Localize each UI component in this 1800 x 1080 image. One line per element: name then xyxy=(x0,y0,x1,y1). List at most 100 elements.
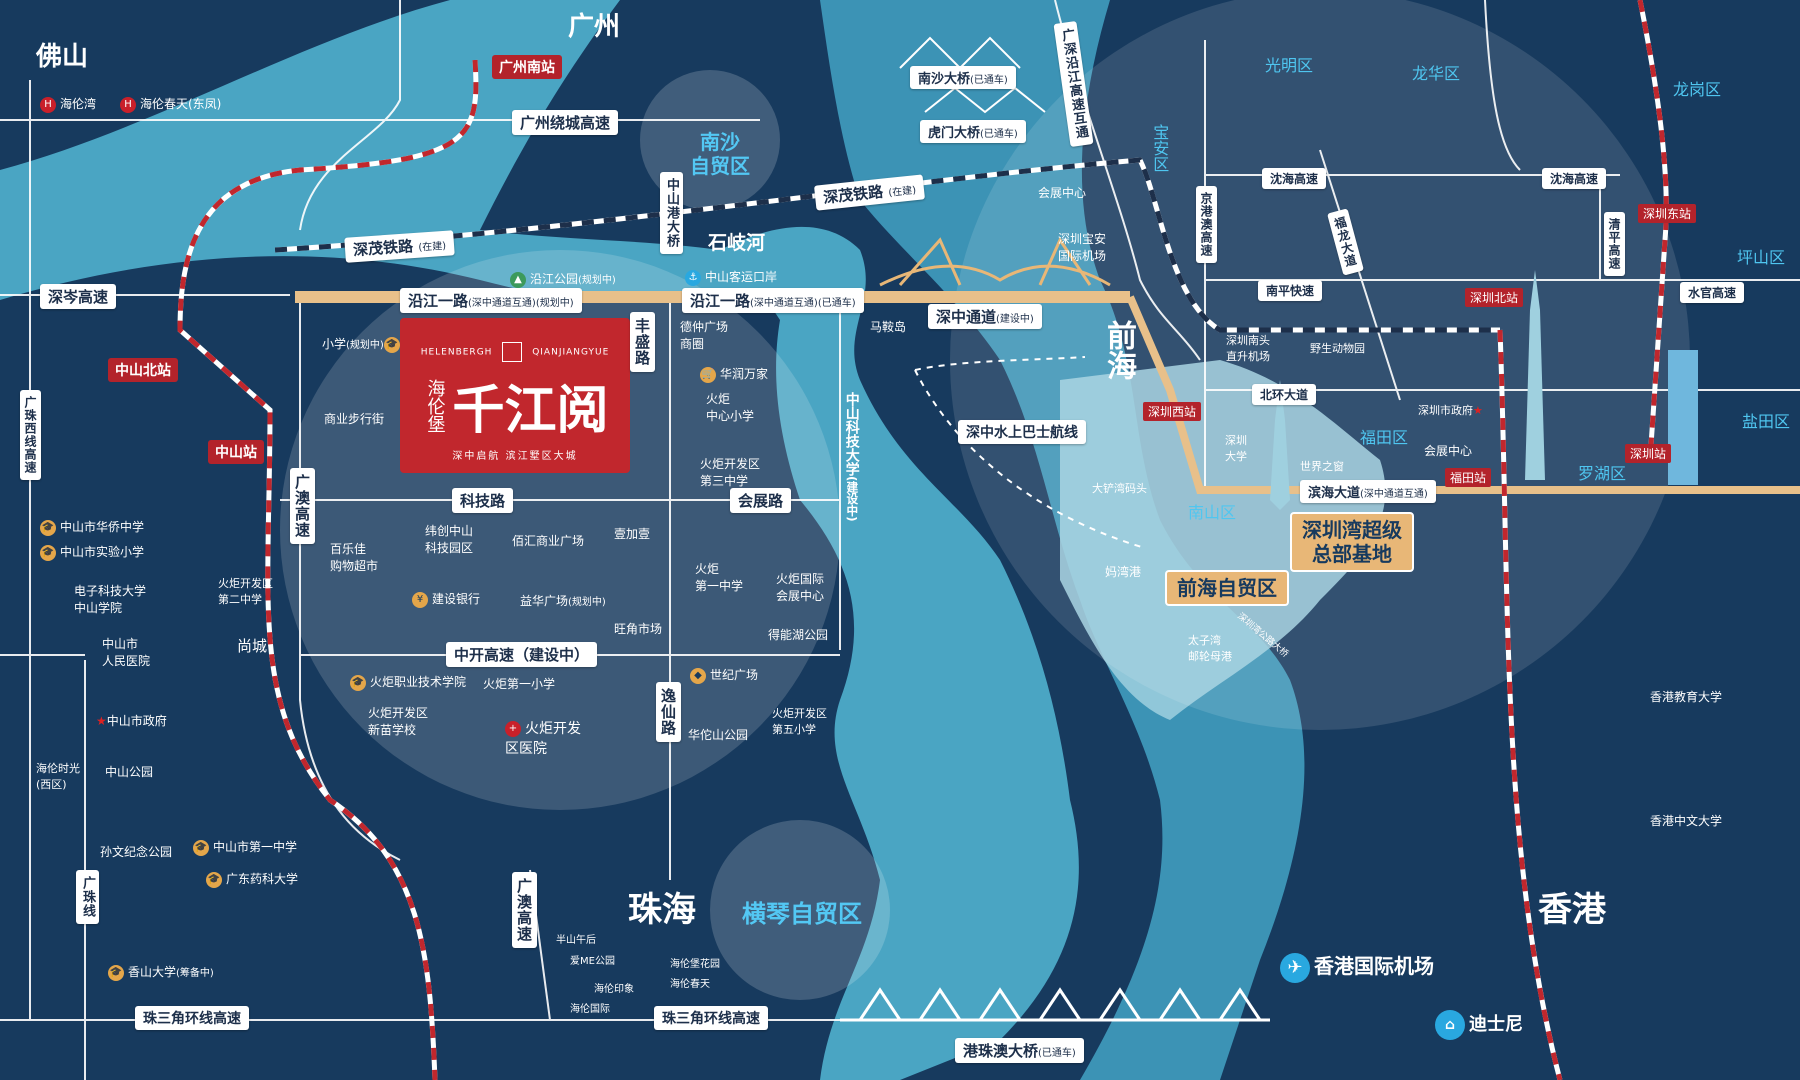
poi-yihua[interactable]: 益华广场(规划中) xyxy=(520,592,606,609)
road-shencen[interactable]: 深岑高速 xyxy=(40,284,117,309)
poi-cuhk[interactable]: 香港中文大学 xyxy=(1650,814,1723,828)
road-humen-bridge[interactable]: 虎门大桥(已通车) xyxy=(920,120,1026,143)
poi-huoju-2nd[interactable]: 火炬开发区 第二中学 xyxy=(218,577,273,606)
poi-zs-gov[interactable]: ★中山市政府 xyxy=(96,712,167,729)
poi-huoju-3rd[interactable]: 火炬开发区 第三中学 xyxy=(700,457,761,488)
road-shenzhong[interactable]: 深中通道(建设中) xyxy=(928,304,1042,329)
poi-disney[interactable]: ⌂迪士尼 xyxy=(1435,1010,1523,1040)
poi-deneng[interactable]: 得能湖公园 xyxy=(768,628,829,642)
poi-uestc[interactable]: 电子科技大学 中山学院 xyxy=(74,584,147,615)
poi-hk-edu[interactable]: 香港教育大学 xyxy=(1650,690,1723,704)
road-zhongshan-bridge[interactable]: 中山港大桥 xyxy=(660,172,683,254)
road-binhai[interactable]: 滨海大道(深中通道互通) xyxy=(1300,480,1436,503)
poi-taiziwan[interactable]: 太子湾 邮轮母港 xyxy=(1188,634,1232,663)
poi-huoju-first-pri[interactable]: 火炬第一小学 xyxy=(483,677,556,691)
road-fengshenglu[interactable]: 丰盛路 xyxy=(630,312,655,372)
road-yanhu-1[interactable]: 沈海高速 xyxy=(1262,168,1327,189)
road-guangzhou-ring[interactable]: 广州绕城高速 xyxy=(512,110,619,135)
poi-bao-an-airport[interactable]: 深圳宝安 国际机场 xyxy=(1058,232,1107,263)
road-beihuan[interactable]: 北环大道 xyxy=(1252,384,1317,405)
station-gz-south[interactable]: 广州南站 xyxy=(492,55,562,79)
poi-zs-hospital[interactable]: 中山市 人民医院 xyxy=(102,637,151,668)
road-guangzhu[interactable]: 广珠线 xyxy=(76,870,99,924)
poi-xiangshan[interactable]: 🎓香山大学(筹备中) xyxy=(108,963,214,981)
poi-shiyan[interactable]: 🎓中山市实验小学 xyxy=(40,543,144,561)
road-guangzhuxi[interactable]: 广珠西线高速 xyxy=(20,390,41,480)
road-zhongkai[interactable]: 中开高速（建设中） xyxy=(446,642,598,667)
poi-zs-port[interactable]: ⚓中山客运口岸 xyxy=(685,268,777,286)
station-sz-east[interactable]: 深圳东站 xyxy=(1638,204,1697,223)
road-yixianlu[interactable]: 逸仙路 xyxy=(656,682,681,742)
poi-hailun-guoji[interactable]: 海伦国际 xyxy=(570,1004,610,1015)
road-kejilu[interactable]: 科技路 xyxy=(452,488,514,513)
station-sz-west[interactable]: 深圳西站 xyxy=(1143,402,1202,421)
poi-banshan[interactable]: 半山午后 xyxy=(556,935,596,946)
poi-zs-park[interactable]: 中山公园 xyxy=(105,765,154,779)
station-zs-north[interactable]: 中山北站 xyxy=(108,358,178,382)
poi-window[interactable]: 世界之窗 xyxy=(1300,460,1344,473)
road-shuiguan[interactable]: 水官高速 xyxy=(1680,282,1745,303)
poi-hailunbao[interactable]: 海伦堡花园 xyxy=(670,959,720,970)
poi-baihui[interactable]: 佰汇商业广场 xyxy=(512,534,585,548)
road-prd-ring-2[interactable]: 珠三角环线高速 xyxy=(654,1006,768,1030)
poi-hk-airport[interactable]: ✈香港国际机场 xyxy=(1280,950,1434,983)
poi-gd-pharm[interactable]: 🎓广东药科大学 xyxy=(206,870,298,888)
poi-shangcheng[interactable]: 尚城 xyxy=(237,637,268,655)
poi-huoju-primary[interactable]: 火炬 中心小学 xyxy=(706,392,755,423)
poi-hailun-yinxiang[interactable]: 海伦印象 xyxy=(594,984,634,995)
poi-huatuo[interactable]: 华佗山公园 xyxy=(688,728,749,742)
poi-jianshe[interactable]: ¥建设银行 xyxy=(412,590,480,608)
road-guangao-1[interactable]: 广澳高速 xyxy=(290,468,315,544)
poi-huarun[interactable]: 🛒华润万家 xyxy=(700,365,768,383)
station-futian[interactable]: 福田站 xyxy=(1445,468,1492,487)
poi-sz-gov[interactable]: 深圳市政府★ xyxy=(1418,402,1483,418)
route-ferry[interactable]: 深中水上巴士航线 xyxy=(958,420,1086,444)
poi-futian-center[interactable]: 会展中心 xyxy=(1424,444,1473,458)
poi-sunwen-park[interactable]: 孙文纪念公园 xyxy=(100,845,173,859)
poi-xiaoxue[interactable]: 小学(规划中)🎓 xyxy=(322,335,404,353)
poi-baile[interactable]: 百乐佳 购物超市 xyxy=(330,542,379,573)
poi-dezhong[interactable]: 德仲广场 商圈 xyxy=(680,320,729,351)
poi-huoju-hospital[interactable]: +火炬开发 区医院 xyxy=(505,718,581,758)
poi-mawan[interactable]: 妈湾港 xyxy=(1105,565,1142,579)
project-brand-card[interactable]: HELENBERGH QIANJIANGYUE 海伦堡 千江阅 深中启航 滨江墅… xyxy=(400,318,630,473)
poi-expo-center[interactable]: 火炬国际 会展中心 xyxy=(776,572,825,603)
road-hzmb[interactable]: 港珠澳大桥(已通车) xyxy=(955,1038,1084,1063)
poi-weichuang[interactable]: 纬创中山 科技园区 xyxy=(425,524,474,555)
poi-hailun-chun2[interactable]: 海伦春天 xyxy=(670,979,710,990)
poi-zs-no1[interactable]: 🎓中山市第一中学 xyxy=(193,838,297,856)
hub-shenzhen-bay[interactable]: 深圳湾超级 总部基地 xyxy=(1290,512,1414,572)
poi-dachan[interactable]: 大铲湾码头 xyxy=(1092,482,1147,495)
poi-huizhan[interactable]: 会展中心 xyxy=(1038,186,1087,200)
poi-sz-univ[interactable]: 深圳 大学 xyxy=(1225,434,1247,463)
poi-wildlife[interactable]: 野生动物园 xyxy=(1310,342,1365,355)
poi-wangjiao[interactable]: 旺角市场 xyxy=(614,622,663,636)
poi-yijiayi[interactable]: 壹加壹 xyxy=(614,527,651,541)
poi-hailun-shiguang[interactable]: 海伦时光 (西区) xyxy=(36,762,80,791)
station-sz-north[interactable]: 深圳北站 xyxy=(1465,288,1524,307)
poi-vocational[interactable]: 🎓火炬职业技术学院 xyxy=(350,673,466,691)
road-nanping[interactable]: 南平快速 xyxy=(1258,280,1323,301)
poi-yanjiang-park[interactable]: ▲沿江公园(规划中) xyxy=(510,270,616,288)
poi-mashan[interactable]: 马鞍岛 xyxy=(870,320,907,334)
road-yanhu-2[interactable]: 沈海高速 xyxy=(1542,168,1607,189)
poi-huaqiao[interactable]: 🎓中山市华侨中学 xyxy=(40,518,144,536)
road-prd-ring-1[interactable]: 珠三角环线高速 xyxy=(135,1006,249,1030)
poi-huoju-1st[interactable]: 火炬 第一中学 xyxy=(695,562,744,593)
road-nansha-bridge[interactable]: 南沙大桥(已通车) xyxy=(910,66,1016,89)
road-guangao-2[interactable]: 广澳高速 xyxy=(512,872,537,948)
hub-qianhai-ftz[interactable]: 前海自贸区 xyxy=(1165,570,1289,606)
road-yanjiang-1[interactable]: 沿江一路(深中通道互通)(规划中) xyxy=(400,288,582,313)
poi-huoju-5th[interactable]: 火炬开发区 第五小学 xyxy=(772,707,827,736)
road-huizhanlu[interactable]: 会展路 xyxy=(730,488,792,513)
road-qingping[interactable]: 清平高速 xyxy=(1604,212,1625,276)
poi-nantou[interactable]: 深圳南头 直升机场 xyxy=(1226,334,1270,363)
road-yanjiang-2[interactable]: 沿江一路(深中通道互通)(已通车) xyxy=(682,288,864,313)
poi-xinmiao[interactable]: 火炬开发区 新苗学校 xyxy=(368,706,429,737)
poi-pedestrian[interactable]: 商业步行街 xyxy=(324,412,385,426)
road-jinggangao[interactable]: 京港澳高速 xyxy=(1196,186,1217,263)
poi-shiji[interactable]: ◆世纪广场 xyxy=(690,666,758,684)
poi-aime[interactable]: 爱ME公园 xyxy=(570,956,615,967)
